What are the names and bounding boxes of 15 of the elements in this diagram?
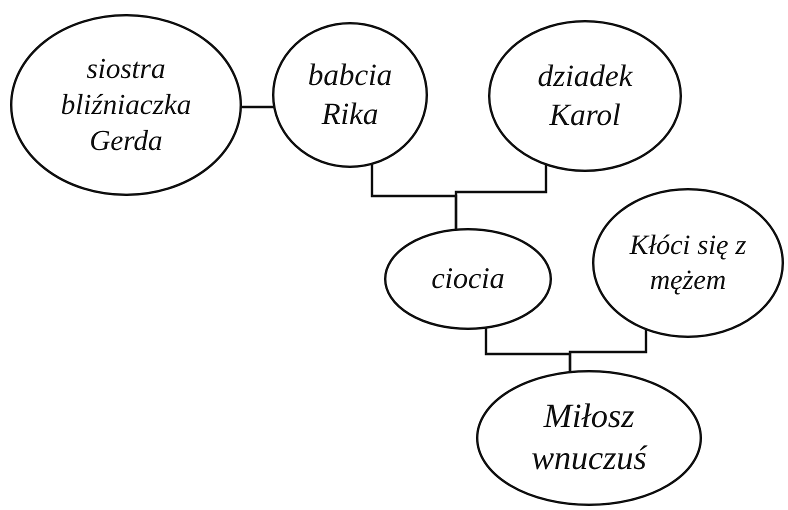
connector-line <box>240 106 274 108</box>
person-ellipse <box>384 228 552 330</box>
person-label: dziadek Karol <box>536 57 634 134</box>
person-label: Miłosz wnuczuś <box>530 396 648 479</box>
person-ellipse <box>592 188 784 338</box>
person-label: Kłóci się z mężem <box>628 229 748 298</box>
person-ellipse <box>488 20 682 172</box>
connector-line <box>568 329 648 372</box>
person-ellipse <box>476 370 702 506</box>
person-ellipse <box>10 14 242 196</box>
person-ellipse <box>272 22 428 168</box>
person-label: ciocia <box>430 261 506 298</box>
person-label: babcia Rika <box>306 56 394 133</box>
person-label: siostra bliźniaczka Gerda <box>60 52 192 160</box>
connector-line <box>454 164 548 230</box>
